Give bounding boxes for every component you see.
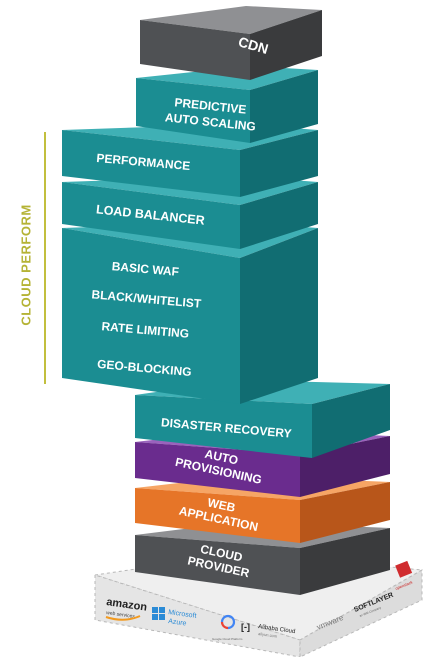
security-item-basic-waf: BASIC WAF xyxy=(111,259,179,279)
cloud-provider-front xyxy=(135,535,300,595)
cdn-front xyxy=(140,20,250,80)
predictive-scaling-side xyxy=(250,70,318,143)
amazon-subtext: web services xyxy=(106,610,136,620)
amazon-logo: amazon web services xyxy=(105,596,149,621)
cdn-top xyxy=(140,6,322,34)
cdn-layer: CDN xyxy=(140,6,322,80)
web-application-label-1: WEB xyxy=(206,495,237,515)
amazon-text: amazon xyxy=(106,596,149,614)
security-side xyxy=(240,228,318,404)
alibaba-mark-icon: [-] xyxy=(241,622,250,632)
cloud-perform-bracket xyxy=(44,132,46,384)
google-cloud-text: Google Cloud Platform xyxy=(212,637,243,641)
google-cloud-icon xyxy=(220,614,236,630)
azure-text-1: Microsoft xyxy=(168,609,197,620)
alibaba-text-1: Alibaba Cloud xyxy=(258,624,296,635)
security-layer: BASIC WAF BLACK/WHITELIST RATE LIMITING … xyxy=(62,222,318,404)
disaster-recovery-front xyxy=(135,395,312,458)
base-plate-front xyxy=(94,574,301,657)
load-balancer-front xyxy=(62,182,240,249)
windows-icon xyxy=(152,607,158,613)
web-application-front xyxy=(135,488,300,543)
alibaba-logo: [-] Alibaba Cloud aliyun.com xyxy=(241,622,296,639)
openstack-logo: openstack xyxy=(395,560,414,591)
openstack-text: openstack xyxy=(395,579,414,590)
auto-provisioning-label-1: AUTO xyxy=(203,447,239,468)
performance-front xyxy=(62,130,240,197)
alibaba-text-2: aliyun.com xyxy=(258,631,278,639)
google-cloud-logo: Google Cloud Platform xyxy=(212,614,243,641)
cdn-side xyxy=(250,10,322,80)
predictive-scaling-front xyxy=(136,78,250,143)
cloud-provider-side xyxy=(300,528,390,595)
load-balancer-side xyxy=(240,182,318,249)
azure-text-2: Azure xyxy=(168,618,187,627)
base-plate-side xyxy=(299,569,423,657)
auto-provisioning-front xyxy=(135,442,300,497)
performance-layer: PERFORMANCE xyxy=(62,124,318,197)
azure-logo: Microsoft Azure xyxy=(152,607,197,628)
disaster-recovery-side xyxy=(312,384,390,458)
security-front xyxy=(62,228,240,404)
performance-side xyxy=(240,130,318,197)
openstack-icon xyxy=(395,560,413,578)
web-application-side xyxy=(300,482,390,543)
amazon-smile-icon xyxy=(105,615,141,621)
